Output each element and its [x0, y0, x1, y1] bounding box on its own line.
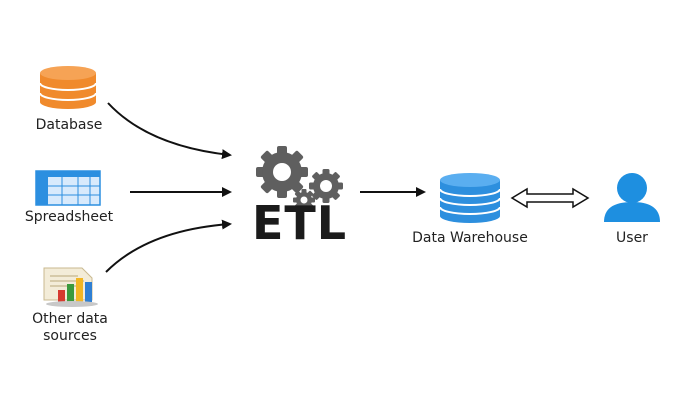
database-cylinder-icon	[439, 173, 501, 223]
spreadsheet-label: Spreadsheet	[24, 209, 114, 225]
user-icon	[604, 173, 660, 222]
database-label: Database	[35, 117, 103, 133]
bar-chart-document-icon	[43, 267, 98, 307]
data-warehouse-label: Data Warehouse	[412, 230, 528, 246]
etl-label: ETL	[252, 196, 348, 250]
gears-icon	[256, 146, 343, 211]
bidirectional-arrow	[510, 187, 590, 209]
arrow-other-to-etl	[105, 219, 232, 273]
arrow-database-to-etl	[107, 102, 232, 160]
spreadsheet-grid-icon	[35, 170, 101, 206]
user-label: User	[616, 230, 648, 246]
database-cylinder-icon	[39, 66, 97, 109]
other-sources-label-line2: sources	[43, 328, 97, 344]
other-sources-label-line1: Other data	[32, 311, 108, 327]
